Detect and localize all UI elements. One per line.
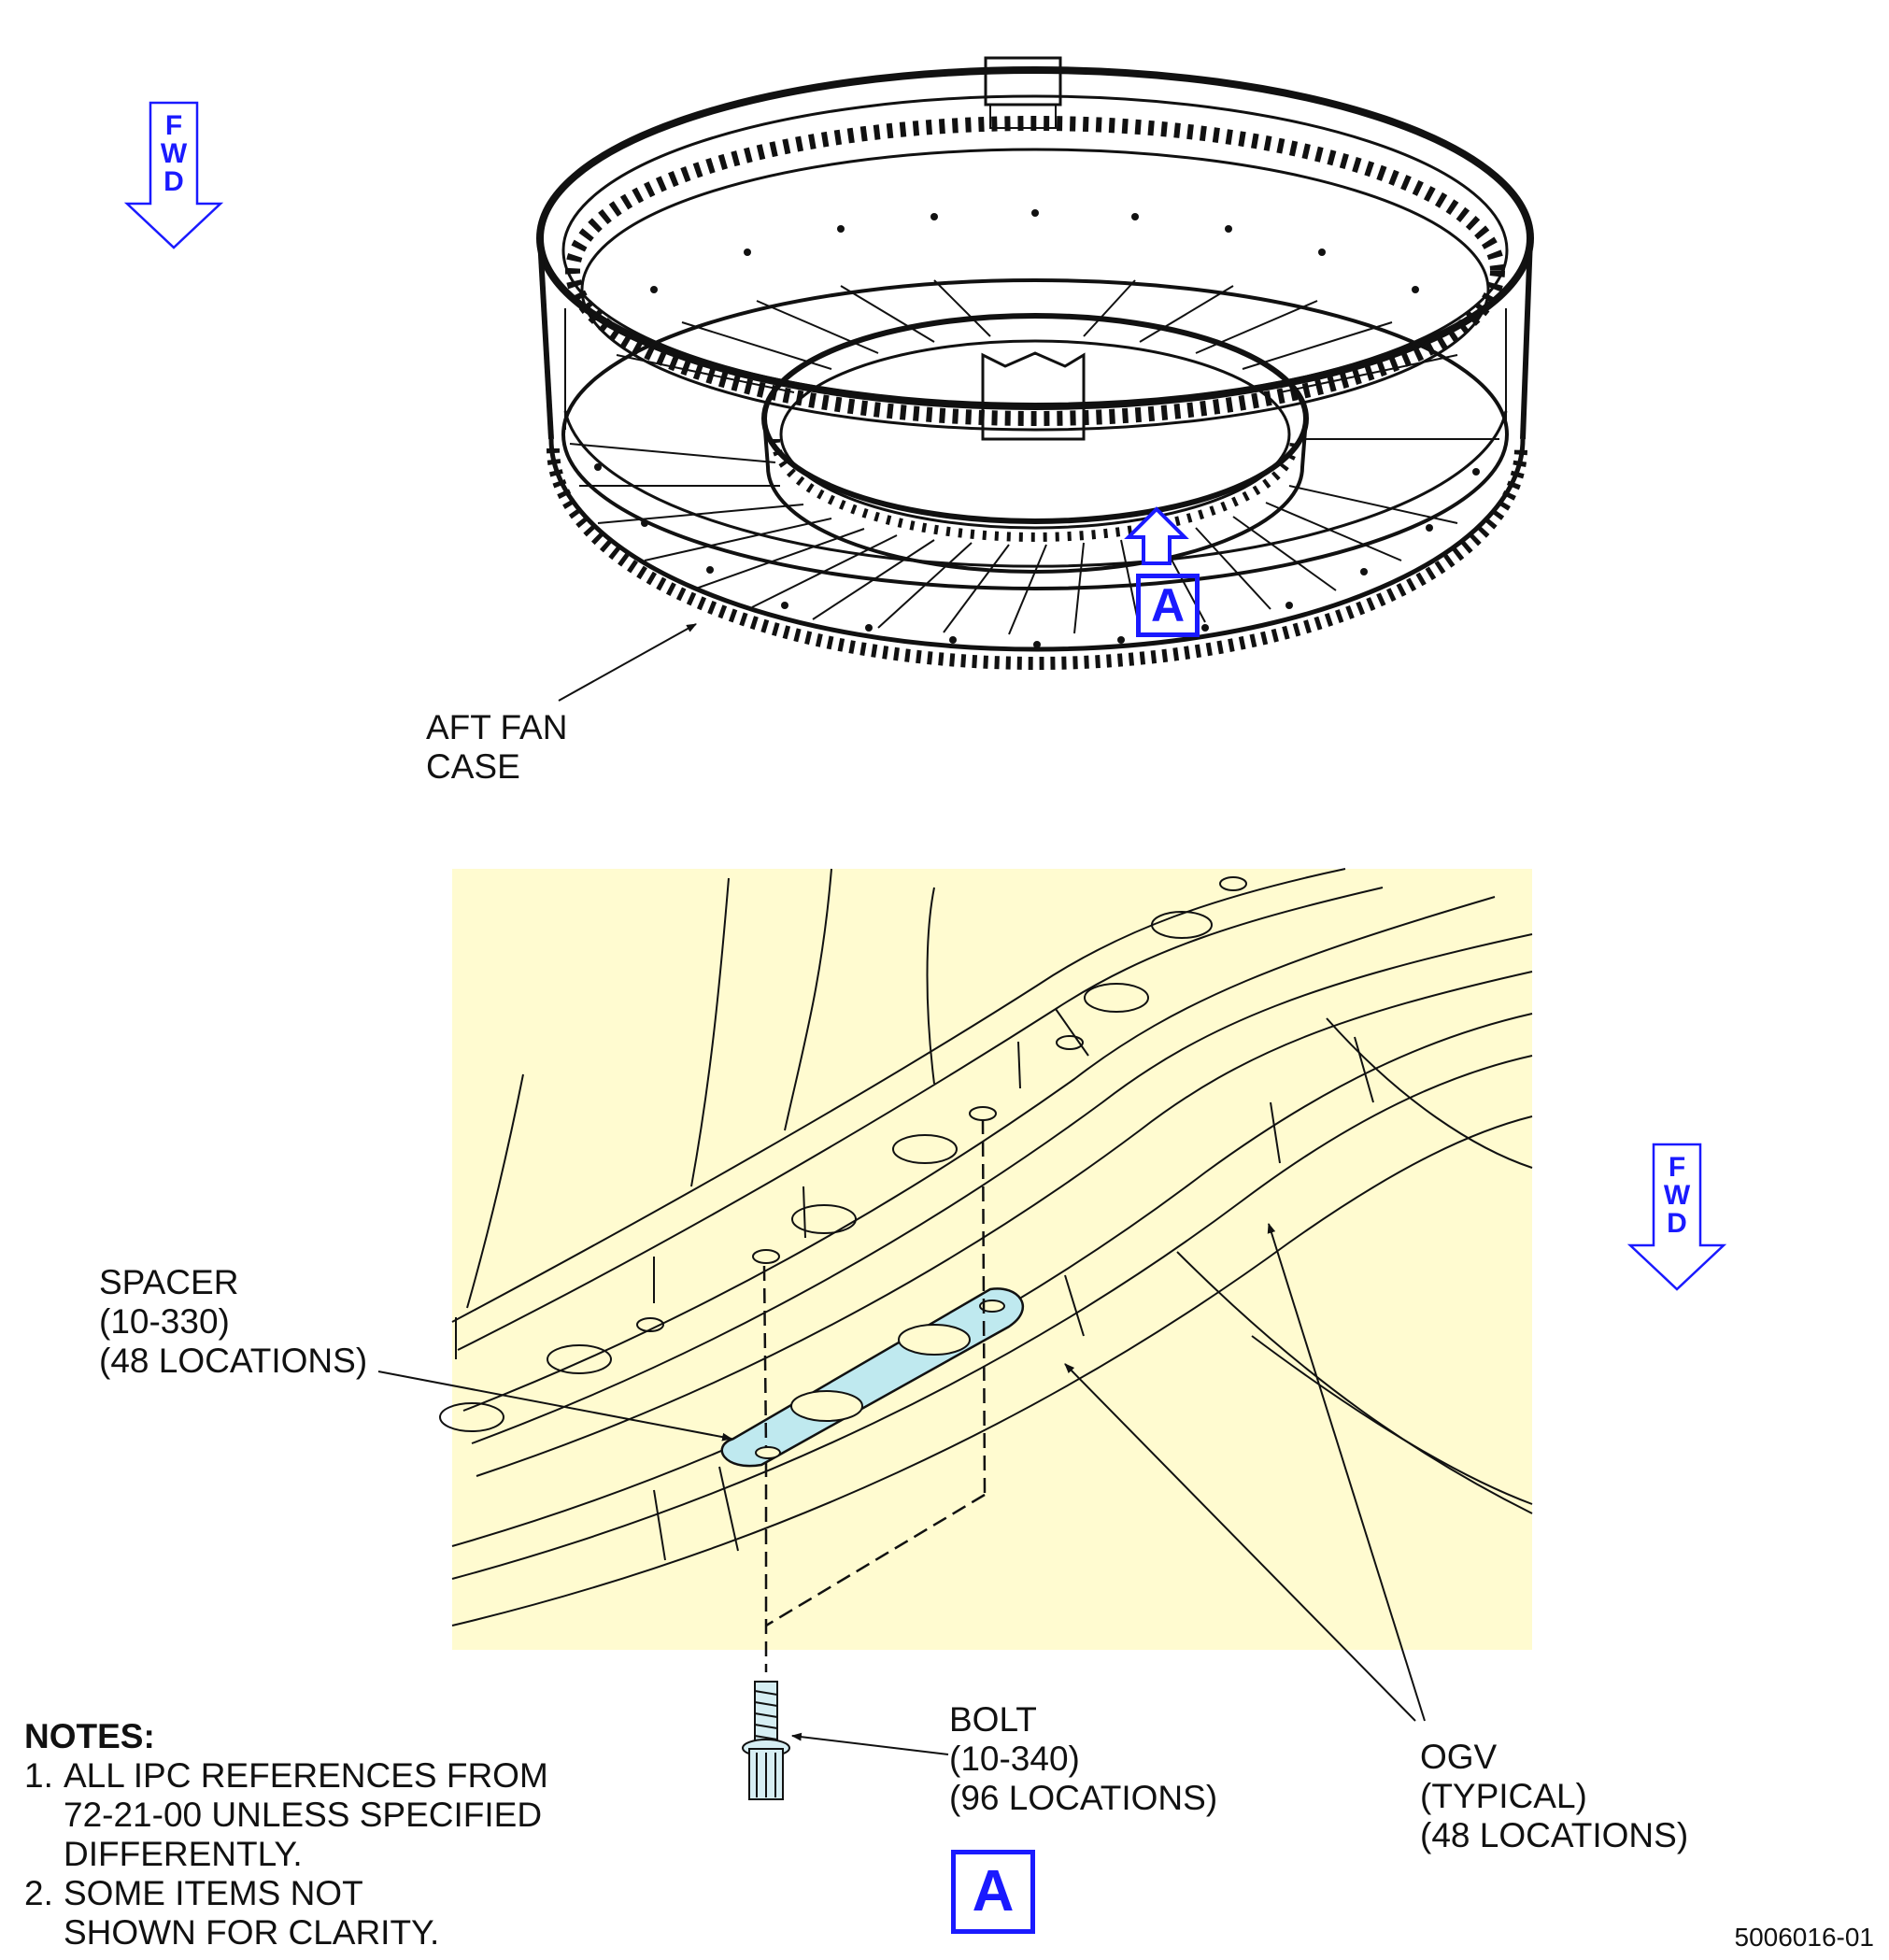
ogv-leader-1 (1064, 1363, 1416, 1722)
ogv-leader-2 (1267, 1222, 1426, 1722)
ogv-label: OGV(TYPICAL)(48 LOCATIONS) (1420, 1738, 1689, 1854)
aft-fan-case-leader (558, 623, 697, 702)
fwd-arrow-detail (1626, 1143, 1727, 1291)
bolt-label: BOLT(10-340)(96 LOCATIONS) (949, 1700, 1218, 1817)
bolt-part (742, 1681, 790, 1800)
spacer-leader (377, 1371, 733, 1442)
aft-fan-case-drawing (536, 56, 1534, 670)
detail-a-title: A (951, 1850, 1035, 1934)
view-a-direction-arrow (1124, 506, 1189, 565)
fwd-arrow-top (123, 101, 224, 249)
note-1: 1. ALL IPC REFERENCES FROM 72-21-00 UNLE… (24, 1756, 548, 1873)
figure-id: 5006016-01 (1734, 1923, 1874, 1952)
notes-heading: NOTES: (24, 1717, 155, 1755)
view-a-callout: A (1136, 574, 1200, 637)
bolt-centerlines (762, 1118, 987, 1672)
spacer-label: SPACER(10-330)(48 LOCATIONS) (99, 1263, 368, 1380)
spacer-part (720, 1287, 1024, 1468)
note-2: 2. SOME ITEMS NOT SHOWN FOR CLARITY. (24, 1874, 440, 1952)
bolt-leader (790, 1732, 949, 1755)
detail-a-background (452, 869, 1532, 1650)
notes-block: NOTES: 1. ALL IPC REFERENCES FROM 72-21-… (24, 1717, 548, 1953)
